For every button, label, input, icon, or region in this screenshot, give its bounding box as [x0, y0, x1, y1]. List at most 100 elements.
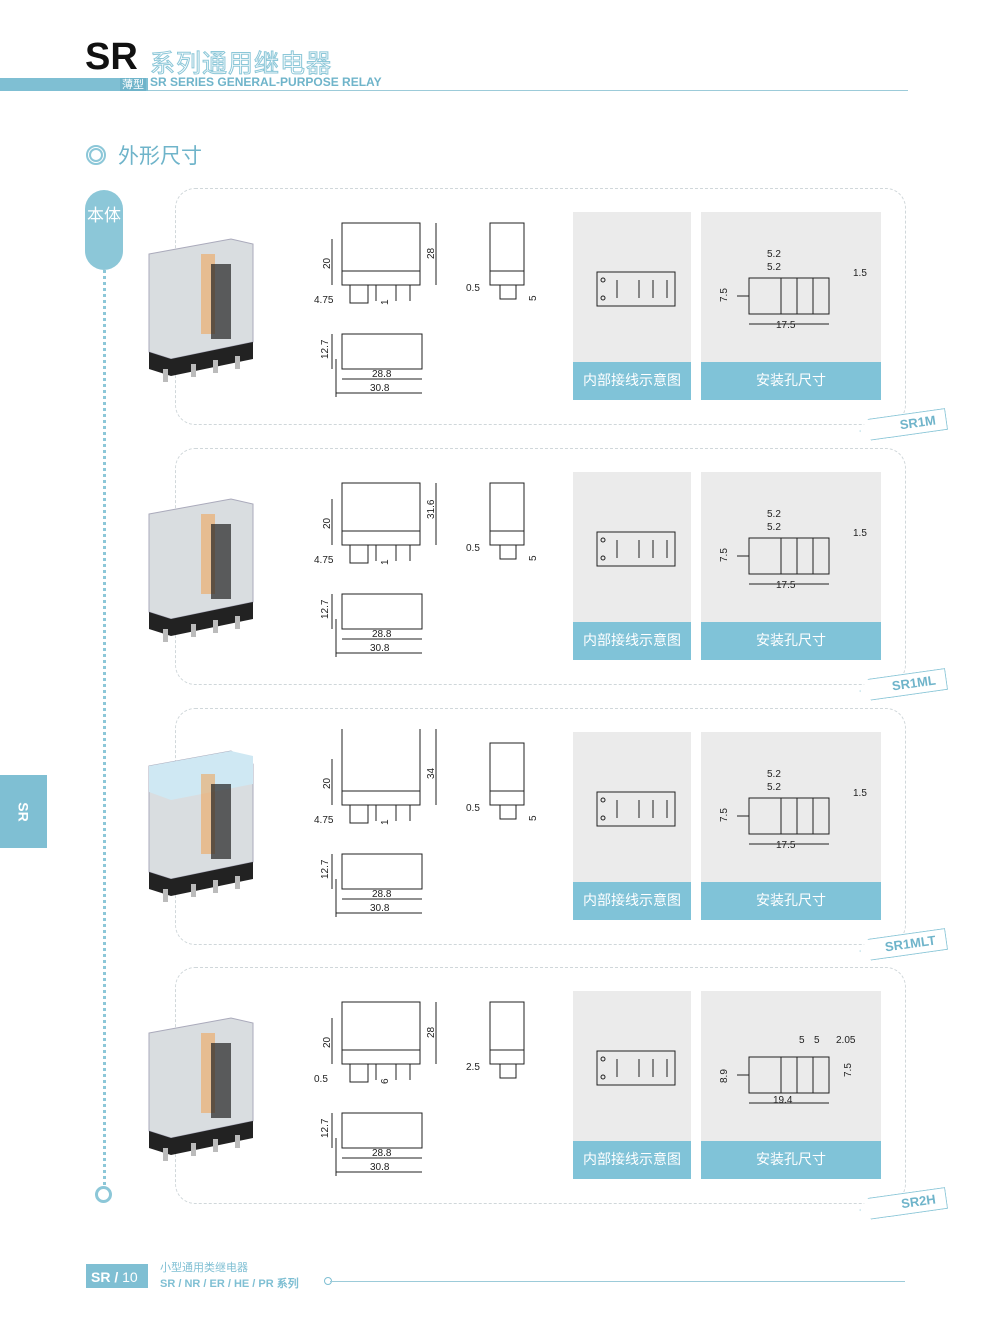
dim-label: 28.8 [372, 889, 392, 900]
footer-line [330, 1281, 905, 1282]
mounting-hole-panel: 5.2 5.2 1.5 7.5 17.5 安装孔尺寸 [701, 212, 881, 400]
timeline-end-icon [95, 1186, 112, 1203]
dim-label: 5 [814, 1035, 820, 1046]
wiring-diagram-panel: 内部接线示意图 [573, 991, 691, 1179]
mounting-caption: 安装孔尺寸 [701, 362, 881, 400]
dim-label: 20 [322, 777, 333, 789]
dim-label: 7.5 [843, 1063, 854, 1077]
dim-label: 12.7 [320, 859, 331, 879]
wiring-caption: 内部接线示意图 [573, 1141, 691, 1179]
dim-label: 28 [426, 1026, 437, 1038]
dim-label: 2.5 [466, 1062, 480, 1073]
dim-label: 1.5 [853, 268, 867, 279]
dim-label: 7.5 [719, 808, 730, 822]
dim-label: 6 [380, 1078, 391, 1084]
dim-label: 1 [380, 559, 391, 565]
page-number: SR / 10 [86, 1264, 148, 1288]
dim-label: 0.5 [466, 283, 480, 294]
mounting-hole-drawing: 5.2 5.2 1.5 7.5 17.5 [719, 769, 867, 851]
dim-label: 1.5 [853, 788, 867, 799]
dim-label: 1.5 [853, 528, 867, 539]
dim-label: 30.8 [370, 643, 390, 654]
dim-label: 5 [528, 555, 539, 561]
footer-sep: / [110, 1269, 123, 1285]
dim-label: 17.5 [776, 840, 796, 851]
dim-label: 8.9 [719, 1069, 730, 1083]
side-tab[interactable]: SR [0, 775, 47, 848]
dim-label: 17.5 [776, 320, 796, 331]
dim-label: 34 [426, 767, 437, 779]
wiring-caption: 内部接线示意图 [573, 622, 691, 660]
timeline-dots [103, 270, 106, 1185]
dim-label: 12.7 [320, 1118, 331, 1138]
dim-label: 28.8 [372, 369, 392, 380]
dim-label: 12.7 [320, 339, 331, 359]
dim-label: 5.2 [767, 769, 781, 780]
dim-label: 7.5 [719, 288, 730, 302]
dim-label: 1 [380, 299, 391, 305]
dim-label: 0.5 [466, 543, 480, 554]
header-line [148, 90, 908, 91]
dim-label: 5.2 [767, 522, 781, 533]
dim-label: 28 [426, 247, 437, 259]
title-en: SR SERIES GENERAL-PURPOSE RELAY [150, 75, 382, 89]
dim-label: 12.7 [320, 599, 331, 619]
wiring-caption: 内部接线示意图 [573, 362, 691, 400]
mounting-caption: 安装孔尺寸 [701, 1141, 881, 1179]
footer-cn: 小型通用类继电器 [160, 1261, 248, 1274]
mounting-hole-drawing: 5.25.21.57.517.5 [719, 509, 867, 591]
dim-label: 20 [322, 517, 333, 529]
wiring-diagram-panel: 内部接线示意图 [573, 472, 691, 660]
dim-label: 4.75 [314, 555, 334, 566]
model-tag: SR2H [858, 1187, 948, 1221]
wiring-diagram [596, 531, 676, 567]
footer-series: SR / NR / ER / HE / PR 系列 [160, 1278, 299, 1290]
section-title-text: 外形尺寸 [118, 144, 202, 168]
type-tag: 薄型 [120, 78, 146, 91]
dim-label: 2.05 [836, 1035, 856, 1046]
dim-label: 5.2 [767, 262, 781, 273]
dim-label: 5.2 [767, 249, 781, 260]
body-label: 本体 [85, 190, 123, 270]
footer-brand: SR [91, 1269, 111, 1285]
wiring-diagram [596, 1050, 676, 1086]
model-tag: SR1ML [858, 668, 948, 702]
dim-label: 5.2 [767, 782, 781, 793]
brand: SR [85, 36, 138, 78]
mounting-caption: 安装孔尺寸 [701, 882, 881, 920]
dim-label: 20 [322, 1036, 333, 1048]
dim-label: 7.5 [719, 548, 730, 562]
dim-label: 30.8 [370, 903, 390, 914]
wiring-diagram [596, 271, 676, 307]
model-tag: SR1MLT [858, 928, 948, 962]
model-tag: SR1M [858, 408, 948, 442]
wiring-diagram-panel: 内部接线示意图 [573, 212, 691, 400]
dim-label: 4.75 [314, 815, 334, 826]
dim-label: 0.5 [466, 803, 480, 814]
dim-label: 28.8 [372, 1148, 392, 1159]
dim-label: 31.6 [426, 499, 437, 519]
wiring-diagram [596, 791, 676, 827]
dim-label: 20 [322, 257, 333, 269]
wiring-diagram-panel: 内部接线示意图 [573, 732, 691, 920]
mounting-hole-panel: 5.2 5.2 1.5 7.5 17.5 安装孔尺寸 [701, 732, 881, 920]
ring-icon [86, 145, 106, 165]
section-title: 外形尺寸 [86, 140, 202, 170]
dim-label: 17.5 [776, 580, 796, 591]
dim-label: 0.5 [314, 1074, 328, 1085]
mounting-caption: 安装孔尺寸 [701, 622, 881, 660]
dim-label: 5 [528, 295, 539, 301]
dim-label: 19.4 [773, 1095, 793, 1106]
relay-photo [148, 498, 254, 642]
title-cn: 系列通用继电器 [149, 49, 333, 79]
wiring-caption: 内部接线示意图 [573, 882, 691, 920]
